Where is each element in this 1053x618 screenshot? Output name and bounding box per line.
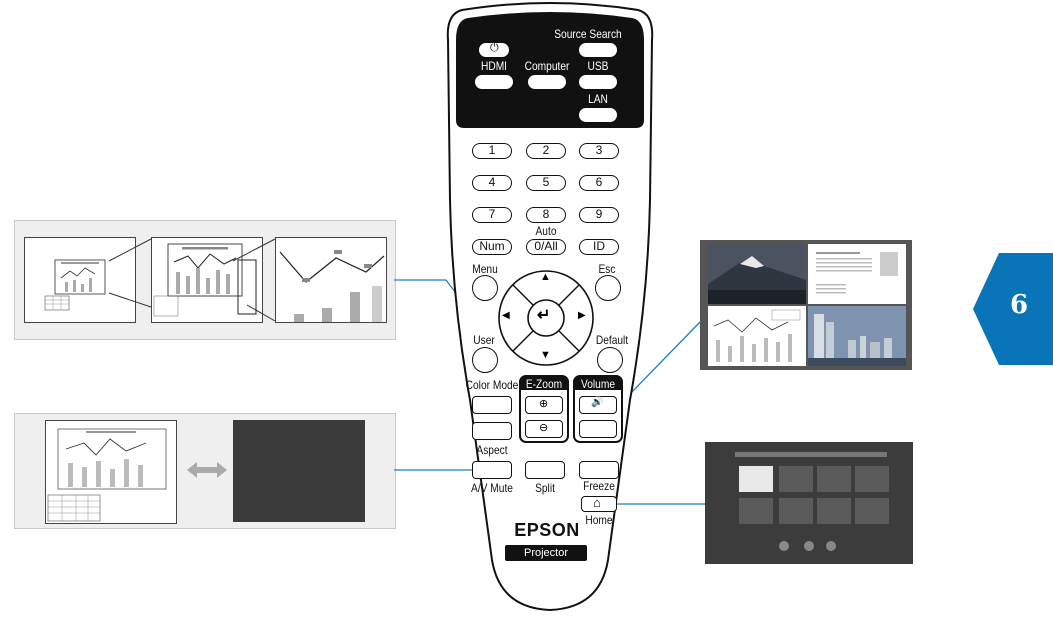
dpad[interactable] — [496, 268, 596, 368]
volume-label: Volume — [580, 377, 616, 391]
default-button[interactable] — [597, 347, 623, 373]
num-button[interactable]: Num — [472, 239, 512, 255]
arrow-up-icon[interactable]: ▲ — [540, 271, 551, 283]
lan-label: LAN — [588, 92, 608, 106]
home-button[interactable]: ⌂ — [581, 495, 617, 512]
aspect-button[interactable] — [472, 422, 512, 440]
av-mute-image-on — [45, 420, 177, 524]
toggle-arrow-icon — [187, 462, 227, 478]
source-search-button[interactable] — [578, 42, 618, 58]
esc-label: Esc — [598, 262, 616, 276]
computer-button[interactable] — [527, 74, 567, 90]
color-mode-label: Color Mode — [465, 378, 519, 392]
av-mute-illustration-panel — [14, 413, 396, 529]
split-city-image — [808, 306, 906, 366]
split-illustration — [700, 240, 912, 370]
lan-button[interactable] — [578, 107, 618, 123]
ezoom-in-icon: ⊕ — [539, 398, 549, 410]
num-8-button[interactable]: 8 — [526, 207, 566, 223]
av-mute-label: A/V Mute — [471, 481, 513, 495]
volume-header — [574, 376, 622, 390]
zero-all-button[interactable]: 0/All — [526, 239, 566, 255]
arrow-right-icon[interactable]: ▶ — [578, 310, 586, 321]
split-button[interactable] — [525, 461, 565, 479]
ezoom-step-3-image — [275, 237, 387, 323]
chapter-badge — [973, 253, 1053, 365]
ezoom-group: E-Zoom — [519, 375, 569, 443]
user-label: User — [473, 333, 495, 347]
num-6-button[interactable]: 6 — [579, 175, 619, 191]
av-mute-button[interactable] — [472, 461, 512, 479]
user-button[interactable] — [472, 347, 498, 373]
home-screen-illustration — [705, 442, 913, 564]
computer-label: Computer — [524, 59, 570, 73]
auto-label: Auto — [535, 224, 557, 238]
id-button[interactable]: ID — [579, 239, 619, 255]
num-2-button[interactable]: 2 — [526, 143, 566, 159]
split-chart-image — [708, 306, 806, 366]
ezoom-out-icon: ⊖ — [539, 422, 549, 434]
power-button[interactable]: ⏻ — [478, 42, 510, 58]
volume-down-button[interactable] — [579, 420, 617, 438]
num-5-button[interactable]: 5 — [526, 175, 566, 191]
usb-label: USB — [587, 59, 609, 73]
default-label: Default — [595, 333, 629, 347]
home-icon: ⌂ — [593, 495, 601, 510]
usb-button[interactable] — [578, 74, 618, 90]
ezoom-in-button[interactable]: ⊕ — [525, 396, 563, 414]
ezoom-zoom-lines — [108, 238, 276, 322]
split-mountain-image — [708, 244, 806, 304]
volume-up-button[interactable]: 🔊 — [579, 396, 617, 414]
hdmi-label: HDMI — [480, 59, 508, 73]
num-1-button[interactable]: 1 — [472, 143, 512, 159]
brand-logo: EPSON — [514, 520, 580, 540]
freeze-button[interactable] — [579, 461, 619, 479]
ezoom-out-button[interactable]: ⊖ — [525, 420, 563, 438]
split-label: Split — [535, 481, 555, 495]
num-7-button[interactable]: 7 — [472, 207, 512, 223]
ezoom-illustration-panel — [14, 220, 396, 340]
arrow-left-icon[interactable]: ◀ — [502, 310, 510, 321]
ezoom-label: E-Zoom — [525, 377, 563, 391]
ezoom-step-1-image — [24, 237, 136, 323]
num-3-button[interactable]: 3 — [579, 143, 619, 159]
split-document-image — [808, 244, 906, 304]
ezoom-header — [520, 376, 568, 390]
volume-up-icon: 🔊 — [591, 397, 604, 408]
freeze-label: Freeze — [583, 479, 615, 493]
arrow-down-icon[interactable]: ▼ — [540, 349, 551, 361]
ezoom-step-2-image — [151, 237, 263, 323]
source-search-label: Source Search — [554, 27, 622, 41]
num-9-button[interactable]: 9 — [579, 207, 619, 223]
esc-button[interactable] — [595, 275, 621, 301]
av-mute-image-off — [233, 420, 365, 522]
home-label: Home — [585, 513, 613, 527]
hdmi-button[interactable] — [474, 74, 514, 90]
color-mode-button[interactable] — [472, 396, 512, 414]
enter-icon[interactable]: ↵ — [537, 307, 551, 324]
num-4-button[interactable]: 4 — [472, 175, 512, 191]
product-badge: Projector — [505, 545, 587, 561]
aspect-label: Aspect — [476, 443, 508, 457]
menu-label: Menu — [472, 262, 498, 276]
power-icon: ⏻ — [490, 42, 499, 54]
volume-group: Volume — [573, 375, 623, 443]
menu-button[interactable] — [472, 275, 498, 301]
chapter-number: 6 — [1010, 290, 1029, 320]
